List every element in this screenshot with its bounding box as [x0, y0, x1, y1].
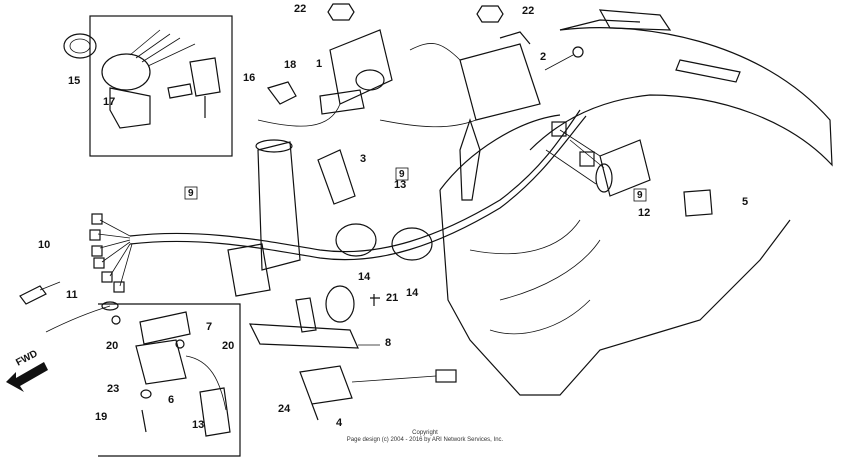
- connector-5: [683, 189, 713, 217]
- head-tube: [227, 139, 301, 297]
- part-number-label: 20: [106, 340, 118, 352]
- copyright-notice: Copyright Page design (c) 2004 - 2016 by…: [300, 430, 550, 444]
- copyright-text: Page design (c) 2004 - 2016 by ARI Netwo…: [346, 437, 504, 443]
- inset-box-ignition: [89, 15, 233, 157]
- ignition-switch: [63, 29, 221, 129]
- part-number-label: 24: [278, 403, 291, 415]
- label-box: [395, 167, 409, 181]
- part-number-label: 1: [316, 58, 322, 70]
- mounting-bracket-8: [248, 285, 380, 349]
- part-number-label: 8: [385, 337, 391, 349]
- label-box: [184, 186, 198, 200]
- frame-outline: [439, 9, 833, 396]
- boxed-part-number: 9: [637, 190, 643, 201]
- part-number-label: 10: [38, 239, 50, 251]
- label-box: [633, 188, 647, 202]
- harness-clamp-14: [335, 223, 433, 261]
- part-number-label: 13: [192, 419, 204, 431]
- spark-plug-cap: [317, 149, 356, 205]
- ignition-coil-1: [257, 29, 393, 127]
- boxed-part-label: 9: [184, 186, 198, 200]
- part-number-label: 22: [522, 5, 534, 17]
- wire-lead-11: [45, 301, 119, 333]
- part-number-label: 2: [540, 51, 546, 63]
- boxed-part-label: 9: [633, 188, 647, 202]
- part-number-label: 5: [742, 196, 748, 208]
- relay-unit-4: [299, 365, 457, 421]
- part-number-label: 17: [103, 96, 115, 108]
- wire-lead-10: [19, 281, 61, 305]
- regulator-unit-2: [379, 31, 584, 128]
- part-number-label: 12: [638, 207, 650, 219]
- part-number-label: 15: [68, 75, 80, 87]
- part-number-label: 22: [294, 3, 306, 15]
- part-number-label: 16: [243, 72, 255, 84]
- part-number-label: 13: [394, 179, 406, 191]
- boxed-part-number: 9: [188, 188, 194, 199]
- part-number-label: 18: [284, 59, 296, 71]
- part-number-label: 4: [336, 417, 343, 429]
- main-wire-harness: [89, 109, 587, 293]
- part-number-label: 19: [95, 411, 107, 423]
- part-number-label: 23: [107, 383, 119, 395]
- part-number-label: 14: [406, 287, 419, 299]
- regulator-rectifier: [111, 311, 231, 437]
- nut-22: [327, 3, 504, 23]
- part-number-label: 7: [206, 321, 212, 333]
- key-part: [267, 81, 297, 105]
- part-number-label: 11: [66, 289, 78, 301]
- part-number-label: 3: [360, 153, 366, 165]
- ignition-coil-12: [545, 121, 651, 197]
- fwd-label: FWD: [14, 348, 39, 368]
- boxed-part-number: 9: [399, 169, 405, 180]
- part-number-label: 21: [386, 292, 398, 304]
- part-number-label: 6: [168, 394, 174, 406]
- part-number-label: 20: [222, 340, 234, 352]
- forward-arrow-icon: [6, 362, 48, 392]
- boxed-part-label: 9: [395, 167, 409, 181]
- part-number-label: 14: [358, 271, 371, 283]
- copyright-title: Copyright: [412, 430, 438, 436]
- inset-box-regulator: [98, 303, 241, 457]
